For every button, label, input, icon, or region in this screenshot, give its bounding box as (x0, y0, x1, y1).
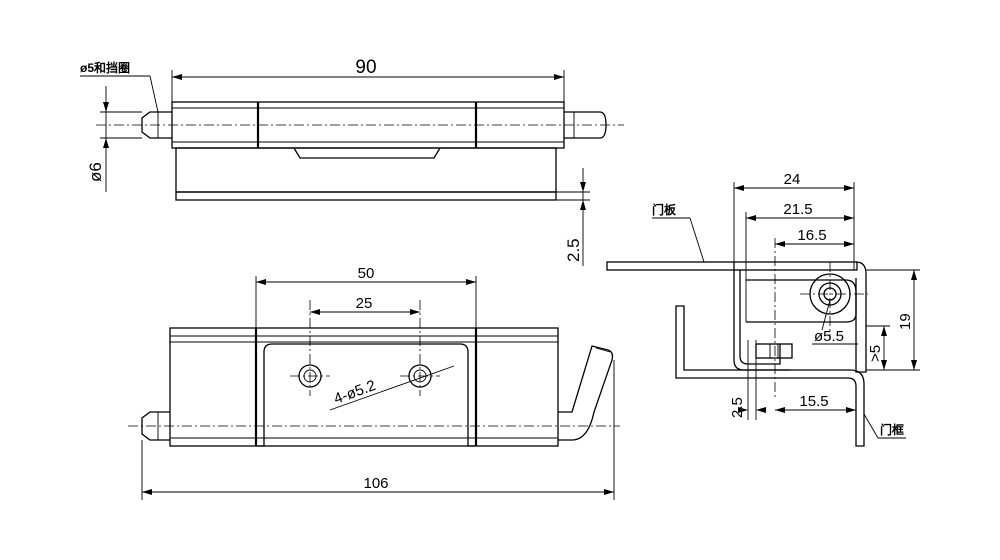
spacing-25-label: 25 (356, 295, 373, 312)
pin-note-label: ø5和挡圈 (80, 60, 130, 75)
thickness-label: 2.5 (564, 238, 583, 262)
door-panel (606, 261, 858, 271)
side-view: 24 21.5 16.5 19 ø5.5 >5 2.5 (606, 171, 920, 447)
top-view: 90 ø5和挡圈 ø6 2.5 (80, 57, 624, 266)
dim-24-label: 24 (784, 171, 801, 188)
dim-2-5-label: 2.5 (729, 397, 746, 418)
door-frame (675, 305, 865, 447)
spacing-50-label: 50 (358, 265, 375, 282)
dim-16-5-label: 16.5 (797, 227, 826, 244)
dim-gt5-label: >5 (867, 345, 884, 362)
front-view: 50 25 4-ø5.2 106 (128, 265, 620, 500)
hole-callout-label: 4-ø5.2 (332, 377, 379, 408)
door-panel-label: 门板 (652, 202, 677, 217)
leaf-plate (175, 147, 557, 193)
dim-21-5-label: 21.5 (783, 201, 812, 218)
center-plate (256, 343, 476, 447)
overall-length-label: 106 (363, 475, 388, 492)
pin-diameter-label: ø5.5 (814, 328, 844, 345)
door-frame-label: 门框 (880, 422, 904, 437)
dim-15-5-label: 15.5 (799, 393, 828, 410)
dim-19-label: 19 (897, 313, 914, 330)
hinge-body (169, 327, 559, 447)
diameter-label: ø6 (86, 162, 105, 182)
lever-arm (558, 345, 614, 441)
top-length-label: 90 (355, 57, 376, 78)
